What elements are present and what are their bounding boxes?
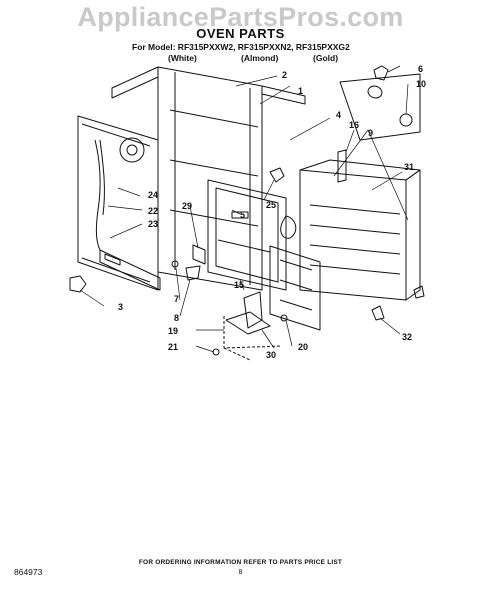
callout-6: 6 (418, 64, 423, 74)
front-frame (207, 179, 287, 291)
callout-23: 23 (148, 219, 158, 229)
top-flange (111, 66, 159, 99)
ordering-note: FOR ORDERING INFORMATION REFER TO PARTS … (138, 559, 343, 566)
callout-9: 9 (368, 128, 373, 138)
callout-5: 5 (240, 210, 245, 220)
callout-30: 30 (266, 350, 276, 360)
cavity-front (269, 245, 321, 331)
wire-harness (94, 139, 101, 251)
oven-back-wall (157, 66, 263, 291)
document-number: 864973 (14, 567, 43, 577)
light-socket (280, 215, 297, 239)
callout-19: 19 (168, 326, 178, 336)
callout-24: 24 (148, 190, 158, 200)
callout-2: 2 (282, 70, 287, 80)
side-panel (77, 115, 159, 291)
model-list: For Model: RF315PXXW2, RF315PXXN2, RF315… (132, 42, 350, 52)
callout-3: 3 (118, 302, 123, 312)
page-title: OVEN PARTS (196, 26, 285, 41)
callout-20: 20 (298, 342, 308, 352)
callout-1: 1 (298, 86, 303, 96)
screw-7 (171, 260, 179, 268)
callout-15: 15 (234, 280, 244, 290)
callout-25: 25 (266, 200, 276, 210)
oven-cavity (299, 169, 407, 301)
callout-7: 7 (174, 294, 179, 304)
element-16 (337, 149, 347, 183)
part-32-b (371, 305, 385, 321)
socket-10 (367, 85, 383, 99)
page-number: 8 (238, 569, 243, 576)
bracket-29 (192, 244, 206, 265)
callout-21: 21 (168, 342, 178, 352)
clip-8 (185, 265, 201, 281)
lens-10 (399, 113, 413, 127)
callout-22: 22 (148, 206, 158, 216)
screw-20 (280, 314, 288, 322)
callout-31: 31 (404, 162, 414, 172)
callout-32: 32 (402, 332, 412, 342)
convection-fan (119, 137, 145, 163)
part-32-a (413, 285, 425, 299)
leveling-leg (69, 275, 87, 293)
bracket-5 (231, 211, 249, 219)
burner-bracket (243, 291, 263, 329)
callout-8: 8 (174, 313, 179, 323)
callout-29: 29 (182, 201, 192, 211)
finish-gold: (Gold) (313, 53, 339, 63)
inset-box (339, 73, 421, 141)
finish-white: (White) (168, 53, 197, 63)
callout-16: 16 (349, 120, 359, 130)
rack-slides (309, 204, 401, 275)
callout-10: 10 (416, 79, 426, 89)
bracket-25 (269, 167, 285, 183)
finish-almond: (Almond) (241, 53, 279, 63)
lower-bracket (99, 249, 161, 291)
callout-4: 4 (336, 110, 341, 120)
part-6 (373, 65, 389, 81)
watermark: AppliancePartsPros.com (77, 2, 404, 32)
